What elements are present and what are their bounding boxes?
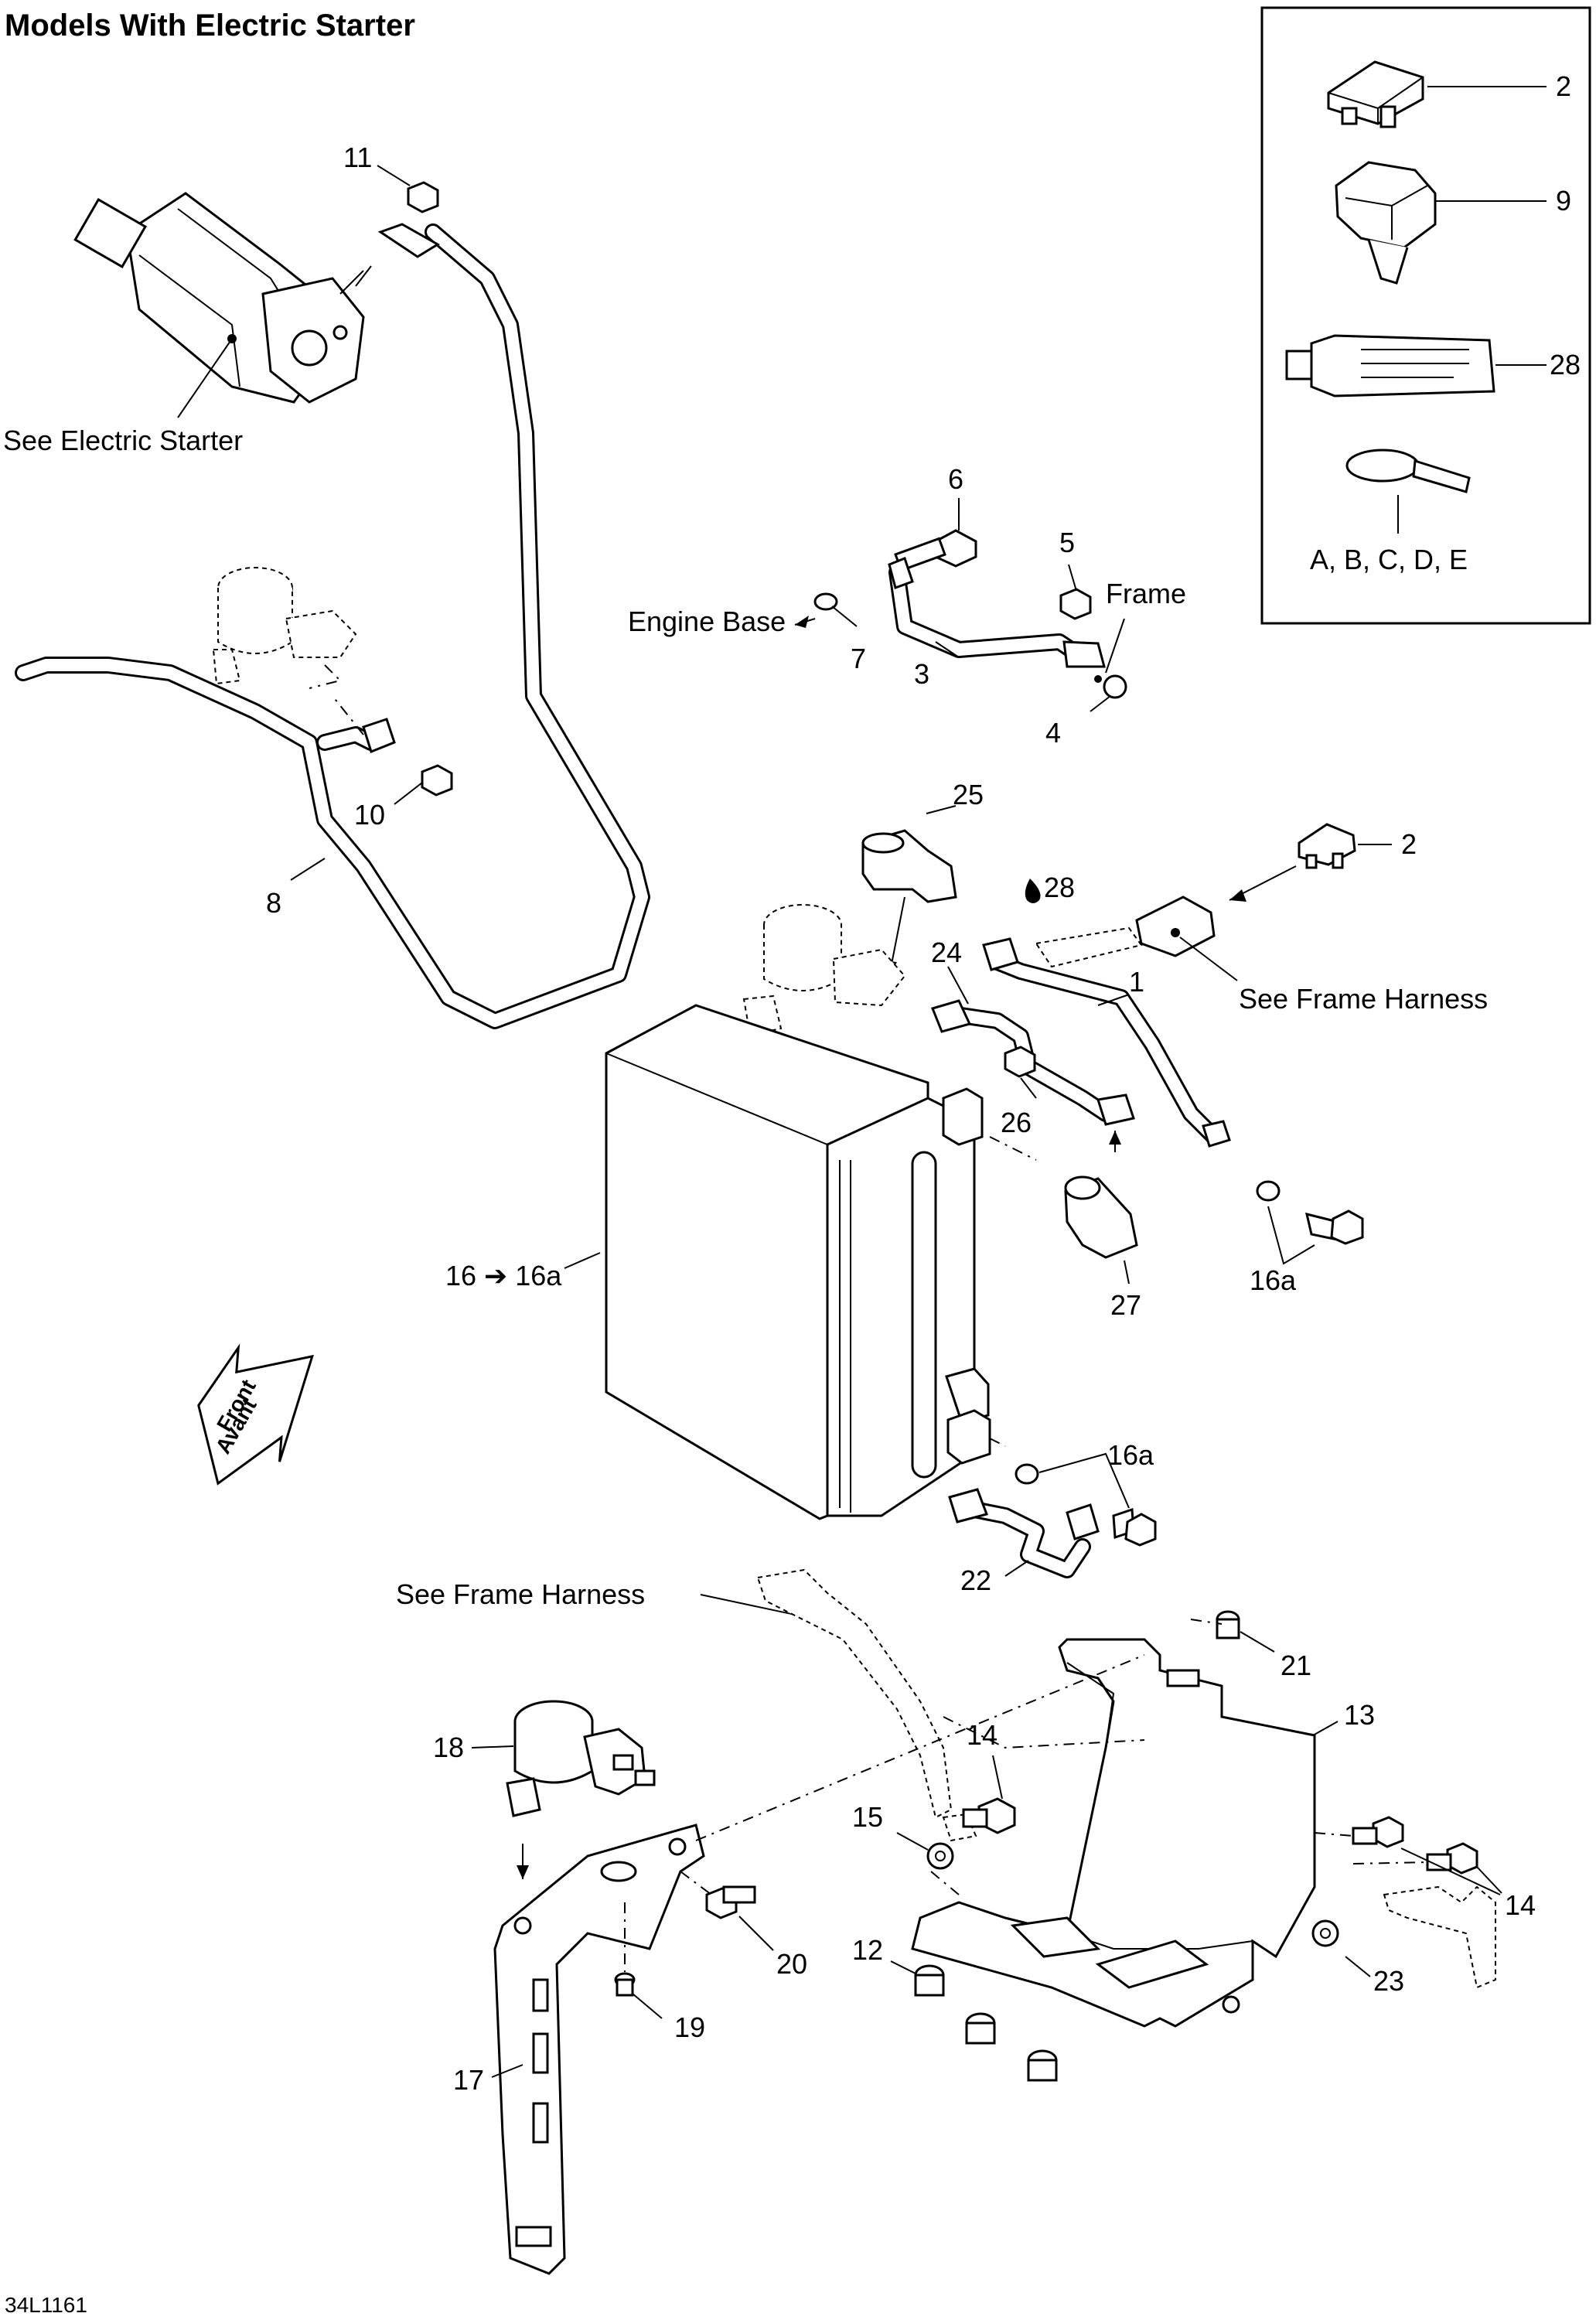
callout-15: 15 [852, 1801, 883, 1833]
callout-16a-lower: 16a [1107, 1439, 1154, 1471]
callout-20: 20 [776, 1948, 807, 1980]
bolt-14-center [962, 1797, 1016, 1834]
callout-16: 16 [445, 1260, 476, 1291]
callout-16-battery: 16 ➔ 16a [445, 1260, 562, 1291]
terminal-cap-27 [1064, 1175, 1138, 1259]
arrow-icon: ➔ [476, 1260, 515, 1291]
fuse-holder-clip-icon [1335, 161, 1437, 285]
note-engine-base: Engine Base [628, 606, 786, 637]
inset-box: 2 9 28 A, B, C, D, E [1260, 6, 1591, 625]
fuse-holder-connector [1035, 896, 1216, 968]
battery-tray-13 [911, 1638, 1316, 2028]
callout-2-inset: 2 [1556, 70, 1571, 102]
negative-cable-22 [948, 1488, 1100, 1578]
bolts-14-right [1352, 1816, 1478, 1875]
note-see-frame-harness-2: See Frame Harness [396, 1578, 645, 1610]
note-see-frame-harness-1: See Frame Harness [1239, 983, 1488, 1015]
note-frame: Frame [1106, 578, 1186, 609]
washer-bolt-16a-upper [1256, 1180, 1364, 1245]
positive-cable-1 [982, 937, 1231, 1148]
callout-10: 10 [354, 799, 385, 831]
screw-21 [1216, 1610, 1240, 1639]
nut-26 [1004, 1046, 1036, 1078]
callout-14-right: 14 [1505, 1889, 1536, 1921]
star-washer-4 [1094, 674, 1127, 699]
nut-10 [421, 764, 453, 797]
cable-tie-icon [1345, 449, 1471, 493]
starter-cable-8 [15, 223, 650, 1029]
callout-13: 13 [1344, 1699, 1375, 1731]
washer-bolt-16a-lower [1015, 1463, 1157, 1547]
callout-12: 12 [852, 1934, 883, 1966]
callout-6: 6 [948, 463, 963, 495]
callout-4: 4 [1045, 717, 1061, 749]
callout-18: 18 [433, 1731, 464, 1763]
grease-tube-icon [1285, 334, 1495, 397]
bolt-20 [705, 1885, 756, 1919]
fuse-2 [1298, 823, 1356, 869]
solenoid-ghost-center [742, 904, 906, 1036]
front-arrow-icon: Front Avant [197, 1343, 314, 1486]
callout-7: 7 [851, 643, 866, 674]
note-see-electric-starter: See Electric Starter [3, 425, 243, 456]
callout-28-inset: 28 [1550, 349, 1581, 380]
callout-22: 22 [960, 1564, 991, 1596]
bracket-17 [493, 1824, 705, 2275]
callout-27: 27 [1110, 1289, 1141, 1321]
rivet-19 [614, 1972, 636, 1997]
nut-5 [1059, 588, 1092, 620]
solenoid-18 [506, 1700, 656, 1817]
fuse-icon [1327, 60, 1424, 128]
star-washer-15 [926, 1842, 954, 1870]
callout-19: 19 [674, 2011, 705, 2043]
star-washer-23 [1311, 1919, 1339, 1947]
solenoid-ghost-left [212, 567, 364, 735]
nut-11 [407, 181, 439, 213]
callout-25: 25 [953, 779, 984, 810]
callout-3: 3 [914, 658, 929, 690]
callout-21: 21 [1281, 1650, 1311, 1681]
callout-16a-battery: 16a [515, 1260, 562, 1291]
callout-11: 11 [343, 142, 372, 173]
lock-washer-7 [813, 592, 838, 611]
battery-16 [605, 1004, 991, 1520]
diagram-title: Models With Electric Starter [5, 9, 415, 43]
grommets-12 [914, 1964, 1058, 2082]
callout-2: 2 [1401, 828, 1417, 860]
electric-starter [73, 192, 372, 404]
ground-terminal-ghost [1383, 1885, 1496, 1989]
figure-code: 34L1161 [5, 2293, 87, 2317]
callout-26: 26 [1001, 1107, 1032, 1138]
callout-17: 17 [453, 2064, 484, 2096]
callout-5: 5 [1059, 527, 1075, 558]
callout-8: 8 [266, 887, 281, 919]
bolt-6 [894, 529, 977, 572]
callout-28: 28 [1044, 872, 1075, 903]
callout-cable-ties-inset: A, B, C, D, E [1310, 544, 1468, 575]
ground-cable-3 [888, 557, 1106, 668]
callout-23: 23 [1373, 1965, 1404, 1997]
callout-24: 24 [931, 937, 962, 968]
callout-16a-upper: 16a [1250, 1264, 1297, 1296]
callout-1: 1 [1129, 966, 1144, 998]
terminal-cap-25 [861, 829, 957, 903]
frame-harness-ghost [756, 1568, 977, 1842]
callout-9-inset: 9 [1556, 185, 1571, 217]
callout-14-center: 14 [967, 1719, 998, 1751]
